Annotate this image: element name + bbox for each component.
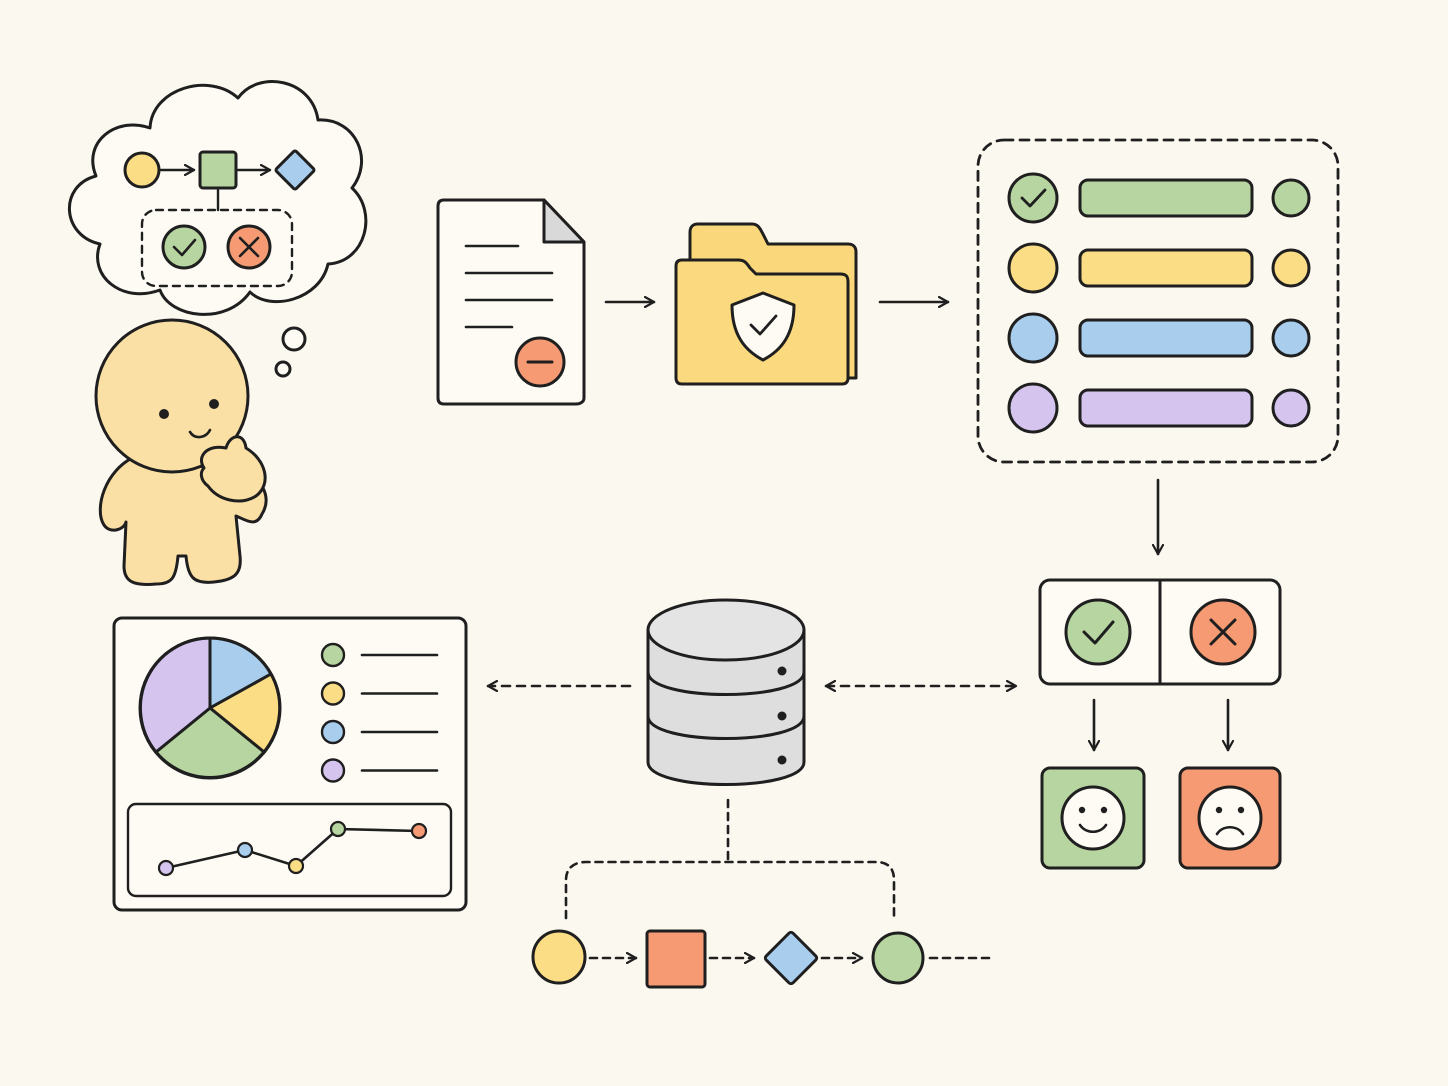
document-minus-icon [436, 198, 586, 406]
thinking-person-icon [94, 318, 268, 586]
checklist-status-dot [1007, 312, 1059, 364]
legend-dot [320, 681, 346, 706]
checklist-row [1007, 172, 1311, 224]
workflow-square [645, 929, 707, 989]
workflow-end-circle [871, 931, 925, 985]
checklist-status-dot [1007, 172, 1059, 224]
checklist-row [1007, 312, 1311, 364]
checklist-bar [1078, 178, 1254, 218]
line-point [410, 822, 428, 840]
thought-check-icon [161, 224, 207, 270]
thought-flow-diamond [274, 149, 316, 191]
line-point [287, 857, 305, 875]
checklist-bar [1078, 318, 1254, 358]
check-cross-decision-icon [1038, 578, 1282, 686]
thought-flow-circle [123, 151, 161, 189]
shield-folder-icon [674, 222, 858, 386]
workflow-shapes-icon [531, 798, 996, 989]
checklist-status-dot [1007, 242, 1059, 294]
workflow-start-circle [531, 929, 587, 985]
checklist-end-dot [1271, 318, 1311, 358]
dashboard-chart-icon [112, 616, 468, 912]
legend-dot [320, 758, 346, 783]
checklist-row [1007, 242, 1311, 294]
legend-row [320, 719, 439, 745]
thought-decision-box [140, 208, 294, 288]
checklist-end-dot [1271, 248, 1311, 288]
database-icon [646, 598, 806, 786]
legend-row [320, 642, 439, 668]
checklist-status-dot [1007, 382, 1059, 434]
happy-face-icon [1040, 766, 1146, 870]
thought-flow-square [198, 150, 238, 190]
pie-chart [138, 636, 282, 780]
legend-row [320, 758, 439, 783]
checklist-end-dot [1271, 388, 1311, 428]
checklist-row [1007, 382, 1311, 434]
checklist-panel-icon [976, 138, 1340, 464]
legend-dot [320, 719, 346, 745]
checklist-end-dot [1271, 178, 1311, 218]
line-point [157, 859, 175, 877]
checklist-bar [1078, 248, 1254, 288]
workflow-diamond [763, 930, 819, 986]
sad-face-icon [1178, 766, 1282, 870]
line-point [329, 820, 347, 838]
legend-dot [320, 642, 346, 668]
line-point [236, 841, 254, 859]
checklist-bar [1078, 388, 1254, 428]
thought-bubble-icon [68, 80, 368, 378]
legend-row [320, 681, 439, 706]
check-icon [1020, 188, 1047, 208]
decision-check-icon [1064, 598, 1132, 666]
